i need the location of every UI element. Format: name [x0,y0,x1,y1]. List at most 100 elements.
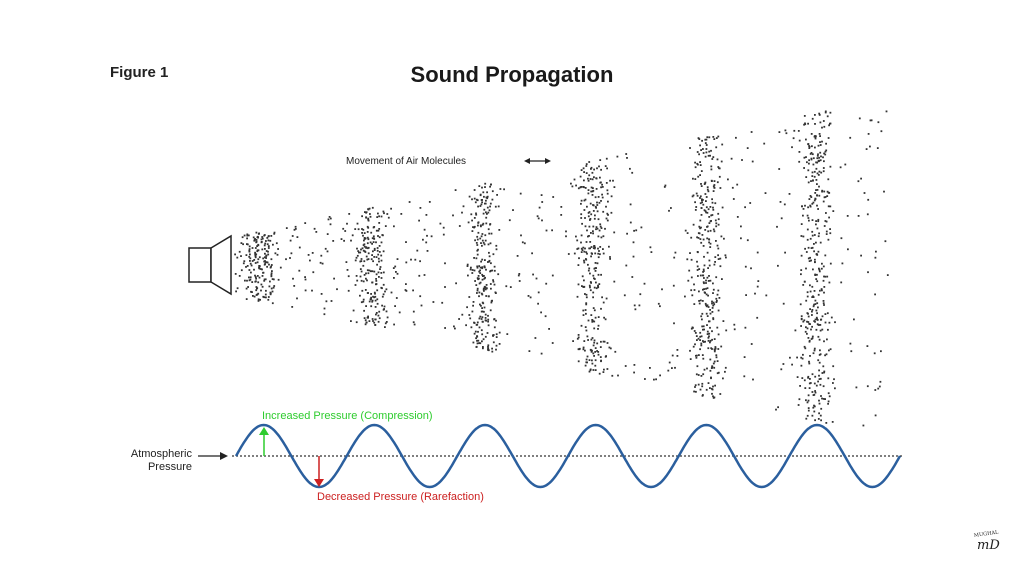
air-molecule-dot [489,185,491,188]
air-molecule-dot [820,395,822,397]
air-molecule-dot [719,187,722,189]
air-molecule-dot [827,377,830,380]
air-molecule-dot [710,347,713,350]
air-molecule-dot [600,340,602,343]
air-molecule-dot [707,306,710,308]
air-molecule-dot [803,156,806,159]
air-molecule-dot [712,317,715,319]
air-molecule-dot [700,185,703,187]
air-molecule-dot [824,150,827,153]
air-molecule-dot [597,273,600,276]
air-molecule-dot [373,270,376,273]
air-molecule-dot [822,156,824,159]
air-molecule-dot [814,123,816,125]
air-molecule-dot [327,218,330,221]
air-molecule-dot [606,219,609,222]
air-molecule-dot [587,192,590,195]
air-molecule-dot [418,274,421,277]
air-molecule-dot [700,375,703,377]
air-molecule-dot [418,219,420,222]
air-molecule-dot [714,219,717,222]
air-molecule-dot [813,410,816,413]
air-molecule-dot [707,294,709,297]
air-molecule-dot [292,277,294,280]
air-molecule-dot [715,297,718,300]
air-molecule-dot [717,223,720,226]
air-molecule-dot [816,172,819,175]
air-molecule-dot [806,295,809,298]
air-molecule-dot [245,298,248,300]
air-molecule-dot [716,293,719,296]
air-molecule-dot [702,203,705,206]
air-molecule-dot [811,391,814,393]
air-molecule-dot [333,277,335,280]
air-molecule-dot [600,186,602,189]
air-molecule-dot [816,189,819,191]
air-molecule-dot [386,213,389,215]
air-molecule-dot [649,367,651,369]
air-molecule-dot [782,302,785,305]
air-molecule-dot [356,254,359,257]
air-molecule-dot [481,307,483,309]
air-molecule-dot [827,392,830,395]
air-molecule-dot [587,177,589,180]
air-molecule-dot [818,402,821,405]
air-molecule-dot [258,276,261,279]
air-molecule-dot [253,295,256,298]
air-molecule-dot [481,258,484,261]
air-molecule-dot [479,266,482,269]
air-molecule-dot [378,222,381,224]
air-molecule-dot [261,248,264,251]
air-molecule-dot [586,205,588,208]
air-molecule-dot [246,243,249,246]
air-molecule-dot [482,275,484,277]
air-molecule-dot [816,154,819,157]
air-molecule-dot [589,281,592,283]
air-molecule-dot [594,347,597,349]
air-molecule-dot [263,244,266,247]
air-molecule-dot [294,228,297,230]
air-molecule-dot [476,244,479,246]
air-molecule-dot [733,328,736,331]
air-molecule-dot [601,193,603,196]
air-molecule-dot [246,237,248,240]
air-molecule-dot [701,318,703,321]
air-molecule-dot [629,221,632,224]
air-molecule-dot [373,296,376,299]
air-molecule-dot [672,284,675,287]
air-molecule-dot [263,279,266,282]
air-molecule-dot [821,126,823,129]
air-molecule-dot [494,205,497,208]
air-molecule-dot [765,294,768,297]
air-molecule-dot [701,300,704,302]
air-molecule-dot [791,146,793,149]
air-molecule-dot [697,175,700,178]
air-molecule-dot [257,258,260,261]
air-molecule-dot [592,230,594,233]
air-molecule-dot [702,341,705,343]
air-molecule-dot [706,367,708,370]
air-molecule-dot [362,228,365,231]
air-molecule-dot [834,321,836,324]
air-molecule-dot [468,195,471,198]
air-molecule-dot [626,232,628,235]
air-molecule-dot [485,287,488,290]
air-molecule-dot [659,374,661,377]
air-molecule-dot [442,226,445,229]
air-molecule-dot [817,324,820,326]
air-molecule-dot [585,172,588,174]
air-molecule-dot [482,288,485,291]
air-molecule-dot [545,282,548,285]
air-molecule-dot [412,321,415,324]
air-molecule-dot [744,206,746,209]
air-molecule-dot [588,267,591,270]
air-molecule-dot [540,352,543,355]
air-molecule-dot [697,251,699,254]
air-molecule-dot [481,273,484,276]
air-molecule-dot [425,214,428,216]
air-molecule-dot [796,376,799,378]
air-molecule-dot [483,265,486,268]
air-molecule-dot [367,246,370,249]
air-molecule-dot [376,247,379,249]
air-molecule-dot [594,369,597,371]
